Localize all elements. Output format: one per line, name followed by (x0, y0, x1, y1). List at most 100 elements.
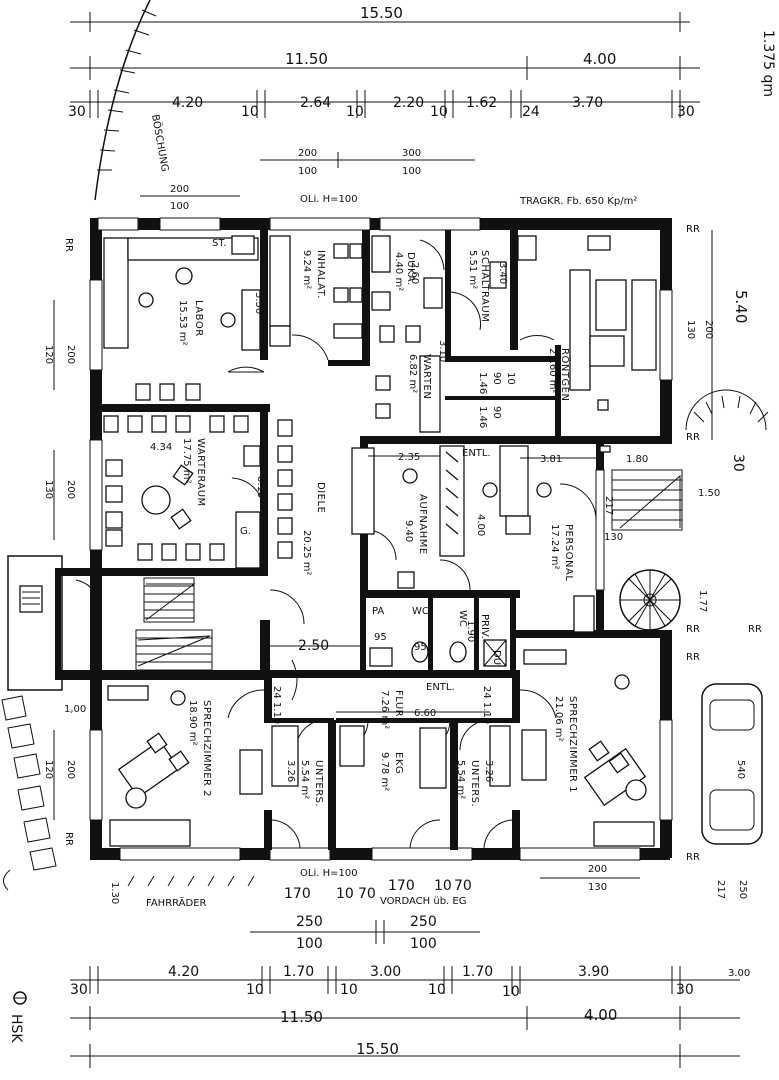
room-ekg-name: EKG (393, 752, 404, 774)
dim-bottom-seg-9: 3.90 (578, 964, 609, 980)
stairs (135, 389, 769, 671)
embankment-label: BÖSCHUNG (149, 113, 172, 172)
dim-bottom-right-extra: 3.00 (728, 968, 750, 979)
door-swings (75, 239, 597, 849)
meter-box (7, 555, 63, 691)
dim-personal-217: 217 (603, 496, 614, 515)
dim-diele-810: 8.10 (255, 476, 266, 498)
dim-top-seg-7: 1.62 (466, 95, 497, 111)
dim-top-seg-1: 4.20 (172, 95, 203, 111)
dim-top-seg-10: 30 (677, 104, 695, 120)
room-personal-name: PERSONAL (563, 524, 574, 581)
rr-1: RR (63, 238, 74, 252)
label-pa: PA (372, 606, 384, 617)
room-sprechzimmer1-name: SPRECHZIMMER 1 (567, 696, 578, 793)
dim-aufnahme-400: 4.00 (475, 514, 486, 536)
wc-95a: 95 (374, 632, 387, 643)
dim-personal-150: 1.50 (698, 488, 720, 499)
dim-bottom-seg-7: 1.70 (462, 964, 493, 980)
room-sprechzimmer2-name: SPRECHZIMMER 2 (201, 700, 212, 797)
dim-top-seg-6: 10 (430, 104, 448, 120)
dim-left-w2a: 200 (65, 480, 76, 499)
label-st: ST. (212, 238, 226, 249)
dim-left-130: 1.30 (109, 882, 120, 904)
dim-bottom-small-0: 170 (284, 886, 311, 902)
dim-left-w3b: 120 (43, 760, 54, 779)
dim-bottom-small-1: 10 (336, 886, 354, 902)
dim-top-left: 11.50 (285, 50, 328, 68)
outer-walls (55, 217, 673, 861)
dim-right-total: 5.40 (732, 290, 750, 323)
fahrraeder-label: FAHRRÄDER (146, 896, 207, 909)
dim-bottom-left: 11.50 (280, 1008, 323, 1026)
room-ekg-area: 9.78 m² (379, 752, 390, 791)
dim-bottom-window-b1: 250 (410, 914, 437, 930)
room-aufnahme-area: 9.40 (403, 520, 414, 542)
dim-bottom-small-5: 70 (454, 878, 472, 894)
room-schaltraum-name: SCHALTRAUM (479, 250, 490, 322)
dim-car-217: 217 (715, 880, 726, 899)
dim-top-window-c1: 200 (170, 184, 189, 195)
dim-top-window-a2: 100 (298, 166, 317, 177)
dim-bottom-window-b2: 100 (410, 936, 437, 952)
dim-bottom-window-a1: 250 (296, 914, 323, 930)
room-unters1-name: UNTERS. (313, 760, 324, 807)
room-warteraum-name: WARTERAUM (195, 438, 206, 507)
room-flur-area: 7.26 m² (379, 690, 390, 729)
inner-dimensions: 3.50 3.10 2.60 3.40 4.34 8.10 2.50 2.35 … (150, 238, 596, 782)
dim-warten-310: 3.10 (437, 340, 448, 362)
room-diele-name: DIELE (315, 482, 326, 513)
dim-top-window-c2: 100 (170, 201, 189, 212)
room-schaltraum-area: 5.51 m² (467, 250, 478, 289)
dim-u-326b: 3.26 (483, 760, 494, 782)
dim-small-10: 10 (505, 372, 516, 385)
dim-top-right: 4.00 (583, 50, 616, 68)
rr-8: RR (748, 624, 762, 635)
dim-left-w1b: 120 (43, 345, 54, 364)
dim-bottom-seg-4: 10 (340, 982, 358, 998)
dim-top-seg-5: 2.20 (393, 95, 424, 111)
rr-2: RR (686, 224, 700, 235)
dim-bottom-seg-5: 3.00 (370, 964, 401, 980)
dim-bottom-right-w2: 130 (588, 882, 607, 893)
dim-bottom-seg-0: 30 (70, 982, 88, 998)
dim-left-w1a: 200 (65, 345, 76, 364)
dim-bottom-small-3: 170 (388, 878, 415, 894)
tragkraft-note: TRAGKR. Fb. 650 Kp/m² (519, 196, 637, 207)
room-warten-name: WARTEN (421, 354, 432, 399)
room-duka-area: 4.40 m² (393, 252, 404, 291)
label-entl-2: ENTL. (426, 682, 455, 693)
rr-3: RR (686, 432, 700, 443)
dim-top-seg-8: 24 (522, 104, 540, 120)
dim-top-seg-3: 2.64 (300, 95, 331, 111)
dim-top-window-a1: 200 (298, 148, 317, 159)
oli-bottom-note: OLi. H=100 (300, 868, 358, 879)
car-icon: 540 (701, 683, 763, 845)
room-inhalat-name: INHALAT. (315, 250, 326, 299)
room-warten-area: 6.82 m² (407, 354, 418, 393)
dim-bottom-right: 4.00 (584, 1006, 617, 1024)
dim-bottom-seg-10: 30 (676, 982, 694, 998)
dim-warten-260: 2.60 (409, 262, 420, 284)
room-sprechzimmer1-area: 21.06 m² (553, 696, 564, 742)
dim-top-window-b1: 300 (402, 148, 421, 159)
room-flur-name: FLUR (393, 690, 404, 717)
rr-4: RR (686, 624, 700, 635)
top-dimension-chains: 15.50 11.50 4.00 30 4.20 10 2.64 10 2.20… (68, 4, 776, 212)
dim-labor-350: 3.50 (253, 292, 264, 314)
oli-top-note: OLi. H=100 (300, 194, 358, 205)
dim-personal-381: 3.81 (540, 454, 562, 465)
dim-small-146b: 1.46 (477, 406, 488, 428)
rr-5: RR (686, 652, 700, 663)
dim-bottom-right-w1: 200 (588, 864, 607, 875)
car-length-label: 540 (735, 760, 746, 779)
dim-left-100: 1,00 (64, 704, 86, 715)
rr-labels: RR RR RR RR RR RR RR RR (63, 224, 762, 863)
vordach-label: VORDACH üb. EG (380, 896, 466, 907)
dim-right-30: 30 (730, 454, 746, 472)
room-labels: LABOR 15.53 m² INHALAT. 9.24 m² DUKA. 4.… (177, 250, 578, 807)
room-warteraum-area: 17.75 m² (181, 438, 192, 484)
room-roentgen-name: RÖNTGEN (559, 348, 572, 401)
label-du: DU (491, 650, 502, 665)
room-unters1-area: 5.54 m² (299, 760, 310, 799)
